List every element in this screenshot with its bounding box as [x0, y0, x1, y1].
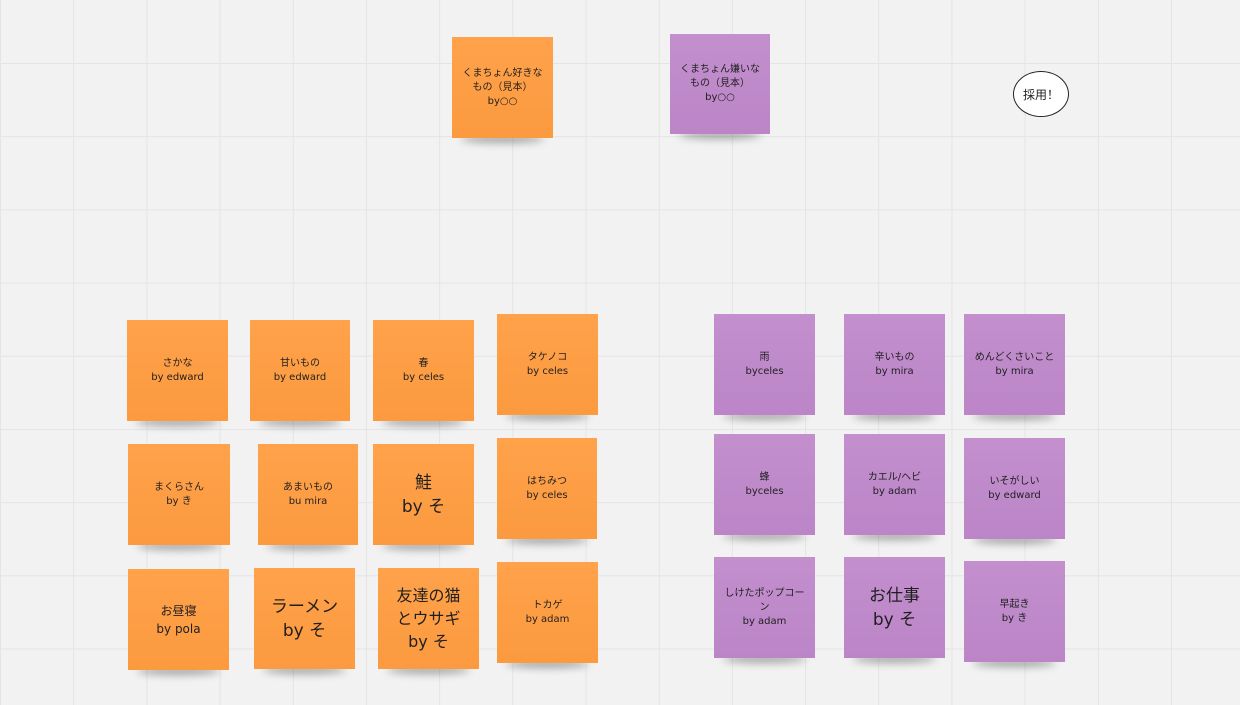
sticky-note-dislike[interactable]: 早起き by き: [964, 561, 1065, 662]
sticky-note-like[interactable]: 甘いもの by edward: [250, 320, 350, 421]
sticky-note-text: しけたポップコーン: [724, 587, 805, 613]
sticky-note-like[interactable]: 友達の猫 とウサギ by そ: [378, 568, 479, 669]
sticky-note-text: お仕事: [869, 585, 920, 606]
sticky-note-dislike[interactable]: カエル/ヘビ by adam: [844, 434, 945, 535]
adopted-bubble[interactable]: 採用！: [1013, 71, 1069, 117]
sticky-note-text: トカゲ: [532, 599, 563, 611]
sticky-note-text: 辛いもの: [874, 351, 915, 363]
sticky-note-author: byceles: [745, 365, 784, 377]
sticky-note-author: by adam: [872, 485, 917, 497]
sticky-note-text: 鮭: [415, 472, 432, 493]
adopted-label: 採用！: [1022, 87, 1059, 102]
sticky-note-author: by celes: [402, 371, 445, 383]
sticky-note-text: もの（見本）: [690, 78, 750, 89]
sticky-note-dislike[interactable]: めんどくさいこと by mira: [964, 314, 1065, 415]
sticky-note-like[interactable]: まくらさん by き: [128, 444, 230, 545]
sticky-note-text: 甘いもの: [280, 357, 320, 369]
sticky-note-author: by mira: [875, 365, 914, 377]
sticky-note-author: by○○: [487, 95, 518, 107]
sticky-note-author: by edward: [273, 371, 327, 383]
sticky-note-author: by celes: [526, 365, 569, 377]
sticky-note-text: もの（見本）: [472, 81, 533, 93]
sticky-note-text: 早起き: [999, 598, 1030, 610]
sticky-note-dislike[interactable]: しけたポップコーン by adam: [714, 557, 815, 658]
sticky-note-text: カエル/ヘビ: [867, 471, 922, 483]
sticky-note-author: by adam: [742, 615, 787, 627]
sticky-note-like[interactable]: あまいもの bu mira: [258, 444, 358, 545]
sticky-note-text: くまちょん嫌いな: [680, 64, 760, 75]
sticky-note-text: ラーメン: [270, 596, 339, 617]
sticky-note-text: はちみつ: [527, 475, 567, 487]
sticky-note-author: by celes: [526, 489, 568, 501]
sticky-note-author: by そ: [872, 609, 917, 630]
sticky-note-author: by そ: [401, 496, 446, 517]
sticky-note-like[interactable]: トカゲ by adam: [497, 562, 598, 663]
sticky-note-author: by○○: [705, 92, 735, 103]
sticky-note-text: めんどくさいこと: [974, 351, 1055, 363]
sticky-note-text: まくらさん: [154, 481, 204, 493]
sticky-note-author: by edward: [988, 489, 1041, 501]
sticky-note-author: by edward: [151, 371, 204, 383]
sticky-note-like[interactable]: さかな by edward: [127, 320, 228, 421]
sticky-note-author: byceles: [745, 485, 784, 497]
sticky-note-like-example[interactable]: くまちょん好きな もの（見本） by○○: [452, 37, 553, 138]
sticky-note-author: bu mira: [288, 495, 328, 507]
sticky-note-text: 友達の猫: [396, 586, 461, 605]
sticky-note-text: あまいもの: [283, 481, 333, 493]
sticky-note-text: くまちょん好きな: [462, 67, 543, 79]
sticky-note-author: by pola: [156, 621, 201, 636]
sticky-note-like[interactable]: 鮭 by そ: [373, 444, 474, 545]
sticky-note-text: 雨: [759, 351, 770, 363]
sticky-note-like[interactable]: はちみつ by celes: [497, 438, 597, 539]
sticky-note-dislike[interactable]: 蜂 byceles: [714, 434, 815, 535]
sticky-note-text: タケノコ: [527, 351, 568, 363]
sticky-note-author: by き: [1001, 612, 1028, 624]
sticky-note-dislike-example[interactable]: くまちょん嫌いな もの（見本） by○○: [670, 34, 770, 134]
sticky-note-text: とウサギ: [396, 609, 461, 628]
sticky-note-author: by mira: [995, 365, 1034, 377]
sticky-note-text: さかな: [162, 357, 193, 369]
sticky-note-text: 春: [418, 357, 429, 369]
sticky-note-like[interactable]: ラーメン by そ: [254, 568, 355, 669]
sticky-note-dislike[interactable]: お仕事 by そ: [844, 557, 945, 658]
sticky-note-like[interactable]: タケノコ by celes: [497, 314, 598, 415]
sticky-note-like[interactable]: お昼寝 by pola: [128, 569, 229, 670]
sticky-note-author: by き: [166, 495, 192, 507]
sticky-note-author: by そ: [408, 632, 449, 651]
sticky-note-text: 蜂: [759, 471, 770, 483]
sticky-note-author: by adam: [525, 613, 570, 625]
sticky-note-dislike[interactable]: 辛いもの by mira: [844, 314, 945, 415]
sticky-note-text: いそがしい: [989, 475, 1040, 487]
sticky-note-dislike[interactable]: 雨 byceles: [714, 314, 815, 415]
sticky-note-dislike[interactable]: いそがしい by edward: [964, 438, 1065, 539]
sticky-note-text: お昼寝: [160, 603, 197, 618]
sticky-note-like[interactable]: 春 by celes: [373, 320, 474, 421]
sticky-note-author: by そ: [282, 620, 327, 641]
